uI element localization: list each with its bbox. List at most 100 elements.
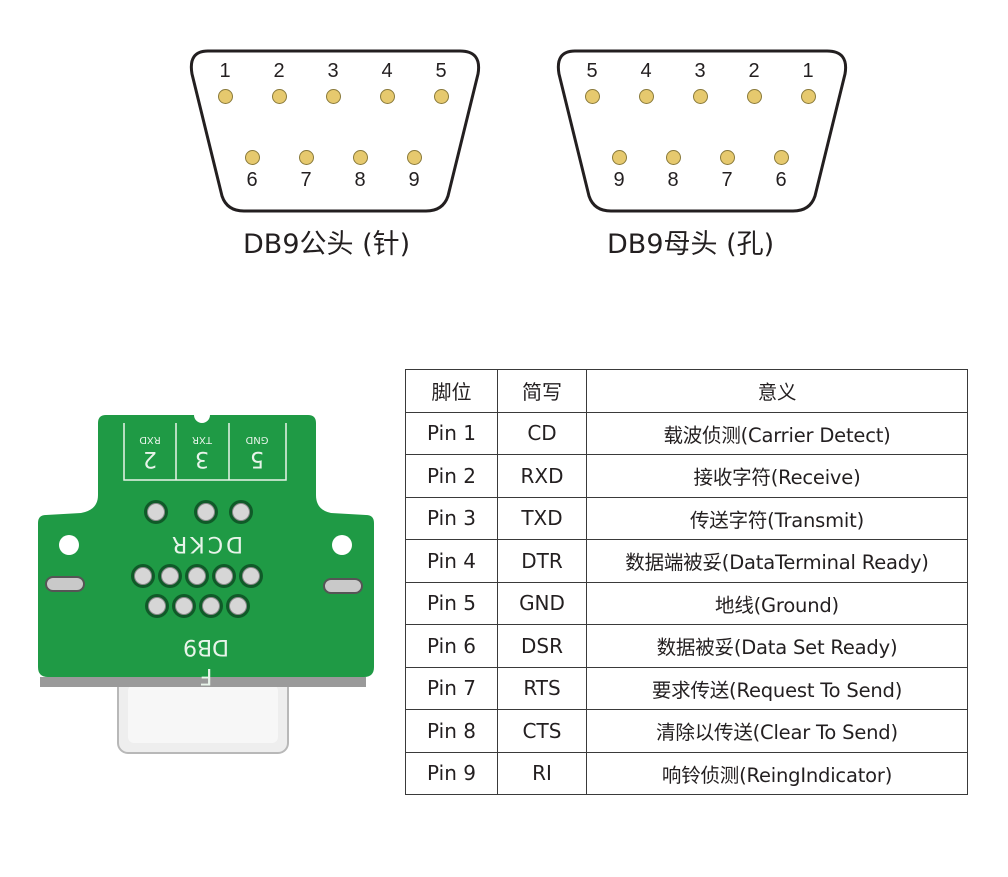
pin-number-label: 5	[435, 60, 447, 82]
abbreviation-cell: RXD	[497, 454, 587, 498]
pin-number-label: 4	[381, 60, 393, 82]
pin-number-label: 3	[327, 60, 339, 82]
solder-joint	[197, 503, 215, 521]
pin-contact	[612, 150, 627, 165]
pin-contact	[245, 150, 260, 165]
pin-number-label: 1	[219, 60, 231, 82]
terminal-silkscreen	[123, 423, 287, 481]
abbreviation-cell: CD	[497, 411, 587, 455]
pin-cell: Pin 9	[405, 751, 498, 795]
abbreviation-cell: GND	[497, 581, 587, 625]
pin-number-label: 4	[640, 60, 652, 82]
pcb-terminal-label: GND	[245, 434, 268, 445]
pin-number-label: 9	[613, 169, 625, 191]
abbreviation-cell: CTS	[497, 709, 587, 753]
pcb-model-text: DB9	[183, 634, 229, 659]
pin-number-label: 7	[300, 169, 312, 191]
pin-cell: Pin 8	[405, 709, 498, 753]
female-connector-caption: DB9母头 (孔)	[607, 229, 775, 260]
solder-tab	[323, 578, 363, 594]
pcb-variant-text: F	[200, 663, 213, 688]
meaning-cell: 数据端被妥(DataTerminal Ready)	[586, 539, 968, 583]
pin-number-label: 7	[721, 169, 733, 191]
pin-number-label: 5	[586, 60, 598, 82]
pin-contact	[272, 89, 287, 104]
solder-tab	[45, 576, 85, 592]
pin-cell: Pin 4	[405, 539, 498, 583]
mounting-hole	[59, 535, 79, 555]
pin-contact	[218, 89, 233, 104]
pin-cell: Pin 5	[405, 581, 498, 625]
meaning-cell: 载波侦测(Carrier Detect)	[586, 411, 968, 455]
connector-outline	[189, 49, 481, 213]
pin-contact	[326, 89, 341, 104]
pin-cell: Pin 6	[405, 624, 498, 668]
abbreviation-cell: DTR	[497, 539, 587, 583]
abbreviation-cell: DSR	[497, 624, 587, 668]
pin-number-label: 8	[667, 169, 679, 191]
pin-number-label: 9	[408, 169, 420, 191]
solder-joint	[202, 597, 220, 615]
male-connector-caption: DB9公头 (针)	[243, 229, 411, 260]
meaning-cell: 要求传送(Request To Send)	[586, 666, 968, 710]
pin-contact	[801, 89, 816, 104]
pcb-board	[38, 415, 374, 677]
solder-joint	[215, 567, 233, 585]
pin-contact	[353, 150, 368, 165]
pcb-terminal-number: 2	[143, 446, 157, 471]
solder-joint	[148, 597, 166, 615]
table-header-row: 脚位 简写 意义	[405, 369, 968, 413]
meaning-cell: 响铃侦测(ReingIndicator)	[586, 751, 968, 795]
pin-contact	[774, 150, 789, 165]
db9-female-diagram: 5 4 3 2 1 9 8 7 6	[553, 48, 853, 218]
abbreviation-cell: RTS	[497, 666, 587, 710]
pin-contact	[434, 89, 449, 104]
meaning-cell: 清除以传送(Clear To Send)	[586, 709, 968, 753]
connector-outline	[556, 49, 848, 213]
mounting-hole	[332, 535, 352, 555]
pin-contact	[407, 150, 422, 165]
header-abbreviation: 简写	[497, 369, 587, 413]
pin-number-label: 3	[694, 60, 706, 82]
pin-contact	[666, 150, 681, 165]
solder-joint	[242, 567, 260, 585]
pin-number-label: 6	[246, 169, 258, 191]
pin-number-label: 1	[802, 60, 814, 82]
pin-number-label: 2	[748, 60, 760, 82]
pin-number-label: 2	[273, 60, 285, 82]
pin-contact	[380, 89, 395, 104]
solder-joint	[229, 597, 247, 615]
pin-cell: Pin 7	[405, 666, 498, 710]
solder-joint	[161, 567, 179, 585]
header-pin: 脚位	[405, 369, 498, 413]
solder-joint	[188, 567, 206, 585]
solder-joint	[147, 503, 165, 521]
abbreviation-cell: TXD	[497, 496, 587, 540]
connector-flange	[40, 677, 366, 687]
pcb-terminal-label: TXR	[192, 434, 213, 445]
pin-cell: Pin 2	[405, 454, 498, 498]
solder-joint	[175, 597, 193, 615]
pcb-brand-text: DCKR	[169, 531, 243, 556]
pin-number-label: 6	[775, 169, 787, 191]
pin-contact	[585, 89, 600, 104]
solder-joint	[232, 503, 250, 521]
meaning-cell: 地线(Ground)	[586, 581, 968, 625]
abbreviation-cell: RI	[497, 751, 587, 795]
pin-cell: Pin 1	[405, 411, 498, 455]
db9-male-diagram: 1 2 3 4 5 6 7 8 9	[186, 48, 486, 218]
pin-contact	[299, 150, 314, 165]
pcb-terminal-number: 3	[195, 446, 209, 471]
pin-cell: Pin 3	[405, 496, 498, 540]
pin-number-label: 8	[354, 169, 366, 191]
meaning-cell: 接收字符(Receive)	[586, 454, 968, 498]
